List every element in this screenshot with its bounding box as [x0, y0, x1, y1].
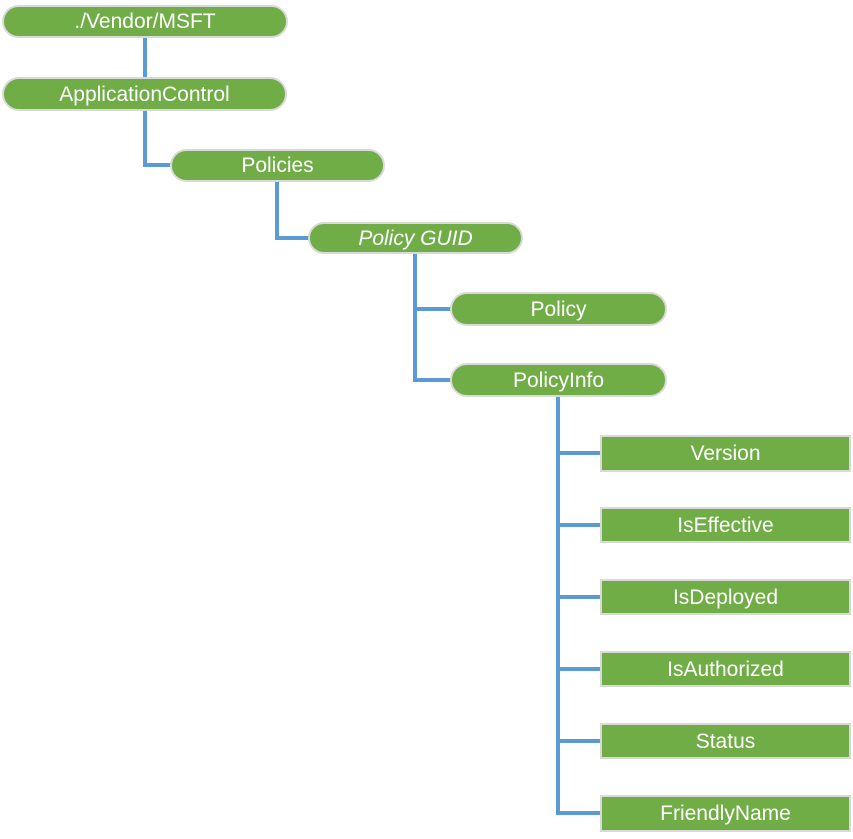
node-friendly-name: FriendlyName — [600, 795, 851, 832]
node-policy-info: PolicyInfo — [450, 363, 667, 397]
node-vendor-msft: ./Vendor/MSFT — [2, 5, 288, 38]
connector-policyguid-to-policyinfo — [413, 378, 451, 382]
connector-policies-to-policyguid-horizontal — [275, 236, 309, 240]
node-is-authorized: IsAuthorized — [600, 651, 851, 687]
node-version: Version — [600, 435, 851, 472]
connector-policyinfo-to-version — [556, 451, 601, 455]
connector-policyinfo-to-iseffective — [556, 523, 601, 527]
node-policy-guid: Policy GUID — [308, 222, 523, 254]
connector-policyguid-to-policy — [413, 307, 451, 311]
node-policies: Policies — [170, 149, 385, 182]
connector-vendor-to-applicationcontrol — [143, 38, 147, 78]
connector-applicationcontrol-to-policies-horizontal — [143, 163, 171, 167]
connector-policyinfo-trunk — [556, 397, 560, 815]
node-policy: Policy — [450, 292, 667, 326]
node-is-deployed: IsDeployed — [600, 579, 851, 615]
connector-policyguid-trunk — [413, 254, 417, 382]
connector-policies-to-policyguid-vertical — [275, 182, 279, 240]
node-application-control: ApplicationControl — [2, 77, 287, 111]
connector-policyinfo-to-isauthorized — [556, 667, 601, 671]
node-status: Status — [600, 723, 851, 759]
connector-policyinfo-to-isdeployed — [556, 595, 601, 599]
connector-applicationcontrol-to-policies-vertical — [143, 111, 147, 167]
connector-policyinfo-to-status — [556, 739, 601, 743]
connector-policyinfo-to-friendlyname — [556, 811, 601, 815]
node-is-effective: IsEffective — [600, 507, 851, 543]
